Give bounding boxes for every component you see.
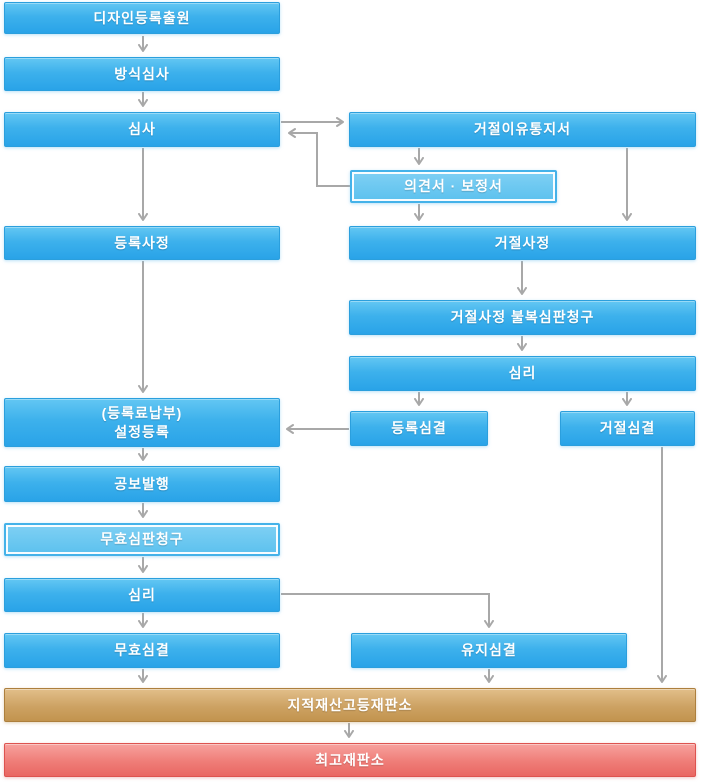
node-label: 거절사정 bbox=[494, 234, 551, 251]
node-ip-high-court: 지적재산고등재판소 bbox=[4, 688, 696, 722]
node-supreme-court: 최고재판소 bbox=[4, 743, 696, 777]
arrow-opinion-to-examination bbox=[288, 128, 350, 187]
node-invalidation-hearing: 심리 bbox=[4, 578, 280, 612]
node-label: 방식심사 bbox=[114, 65, 170, 82]
node-refusal-reason-notice: 거절이유통지서 bbox=[349, 112, 696, 147]
node-label: 지적재산고등재판소 bbox=[287, 696, 413, 713]
node-label: 무효심결 bbox=[114, 642, 170, 659]
node-label: 거절이유통지서 bbox=[473, 121, 572, 138]
node-label: 유지심결 bbox=[461, 642, 517, 659]
node-label: 최고재판소 bbox=[315, 751, 385, 768]
node-label: 심사 bbox=[128, 121, 156, 138]
node-formality-examination: 방식심사 bbox=[4, 57, 280, 91]
node-refusal-trial-decision: 거절심결 bbox=[560, 411, 695, 446]
node-appeal-hearing: 심리 bbox=[349, 356, 696, 391]
node-registration-trial-decision: 등록심결 bbox=[350, 411, 488, 446]
node-gazette-publication: 공보발행 bbox=[4, 466, 280, 502]
node-refusal-decision: 거절사정 bbox=[349, 226, 696, 260]
node-refusal-appeal-request: 거절사정 불복심판청구 bbox=[349, 300, 696, 335]
node-establishment-registration: (등록료납부) 설정등록 bbox=[4, 398, 280, 447]
node-label: 거절심결 bbox=[599, 420, 656, 437]
node-invalidation-trial-decision: 무효심결 bbox=[4, 633, 280, 668]
node-registration-decision: 등록사정 bbox=[4, 226, 280, 260]
node-label: (등록료납부) 설정등록 bbox=[101, 405, 183, 440]
node-examination: 심사 bbox=[4, 112, 280, 147]
node-label: 등록심결 bbox=[391, 420, 447, 437]
arrow-hearing-to-maintenance-decision bbox=[281, 593, 494, 628]
node-invalidation-trial-request: 무효심판청구 bbox=[4, 523, 280, 556]
node-label: 등록사정 bbox=[114, 234, 170, 251]
node-label: 심리 bbox=[508, 365, 537, 382]
node-design-application: 디자인등록출원 bbox=[4, 2, 280, 34]
node-label: 무효심판청구 bbox=[100, 531, 184, 548]
node-label: 디자인등록출원 bbox=[93, 9, 191, 26]
node-maintenance-trial-decision: 유지심결 bbox=[351, 633, 627, 668]
node-opinion-amendment: 의견서 · 보정서 bbox=[350, 170, 557, 203]
node-label: 심리 bbox=[128, 586, 156, 603]
node-label: 공보발행 bbox=[114, 475, 170, 492]
node-label: 거절사정 불복심판청구 bbox=[450, 309, 595, 326]
node-label: 의견서 · 보정서 bbox=[404, 178, 503, 195]
